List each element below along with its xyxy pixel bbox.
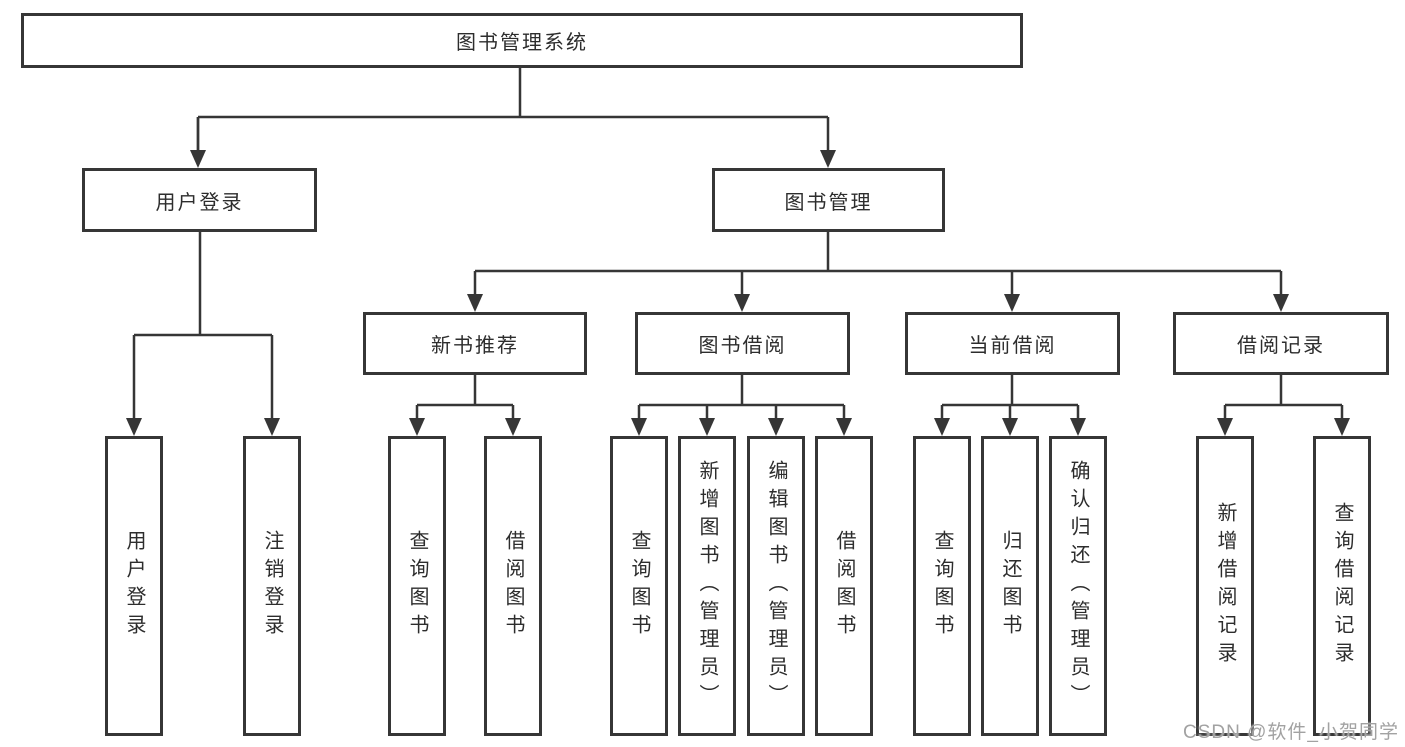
leaf-cur-query-book: 查询图书 [913,436,971,736]
leaf-logout: 注销登录 [243,436,301,736]
leaf-add-book-admin: 新增图书（管理员） [678,436,736,736]
leaf-borrow-book: 借阅图书 [815,436,873,736]
leaf-borrow-query-book-label: 查询图书 [628,530,650,642]
node-root-system: 图书管理系统 [21,13,1023,68]
leaf-query-borrow-record-label: 查询借阅记录 [1331,502,1353,670]
node-book-management-label: 图书管理 [784,191,873,214]
node-current-borrow: 当前借阅 [905,312,1120,375]
leaf-confirm-return-admin-label: 确认归还（管理员） [1067,460,1089,712]
node-root-label: 图书管理系统 [456,32,588,54]
leaf-rec-borrow-book-label: 借阅图书 [502,530,524,642]
leaf-return-book: 归还图书 [981,436,1039,736]
leaf-add-book-admin-label: 新增图书（管理员） [696,460,718,712]
leaf-user-login: 用户登录 [105,436,163,736]
leaf-query-borrow-record: 查询借阅记录 [1313,436,1371,736]
edge-root-to-level2 [196,68,830,420]
edge-login-to-leaves [132,232,274,419]
edge-log-to-leaves [1223,375,1344,419]
leaf-edit-book-admin-label: 编辑图书（管理员） [765,460,787,712]
leaf-rec-borrow-book: 借阅图书 [484,436,542,736]
csdn-watermark: CSDN @软件_小贺同学 [1183,722,1399,743]
leaf-add-borrow-record: 新增借阅记录 [1196,436,1254,736]
leaf-logout-label: 注销登录 [261,530,283,642]
node-book-management: 图书管理 [712,168,945,232]
node-book-borrow-label: 图书借阅 [698,335,787,357]
node-book-borrow: 图书借阅 [635,312,850,375]
edge-rec-to-leaves [415,375,515,419]
node-borrow-records: 借阅记录 [1173,312,1389,375]
node-borrow-records-label: 借阅记录 [1237,335,1325,357]
node-current-borrow-label: 当前借阅 [968,335,1057,357]
leaf-cur-query-book-label: 查询图书 [931,530,953,642]
edge-borrow-to-leaves [637,375,846,419]
leaf-rec-query-book-label: 查询图书 [406,530,428,642]
leaf-rec-query-book: 查询图书 [388,436,446,736]
leaf-borrow-query-book: 查询图书 [610,436,668,736]
leaf-add-borrow-record-label: 新增借阅记录 [1214,502,1236,670]
leaf-confirm-return-admin: 确认归还（管理员） [1049,436,1107,736]
node-new-book-recommend: 新书推荐 [363,312,587,375]
leaf-borrow-book-label: 借阅图书 [833,530,855,642]
node-user-login-label: 用户登录 [155,191,244,214]
edge-mgmt-to-level3 [473,232,1283,295]
node-new-book-recommend-label: 新书推荐 [431,335,519,357]
leaf-return-book-label: 归还图书 [999,530,1021,642]
leaf-user-login-label: 用户登录 [123,530,145,642]
node-user-login: 用户登录 [82,168,317,232]
leaf-edit-book-admin: 编辑图书（管理员） [747,436,805,736]
arrowheads [126,150,1350,436]
edge-cur-to-leaves [940,375,1080,419]
